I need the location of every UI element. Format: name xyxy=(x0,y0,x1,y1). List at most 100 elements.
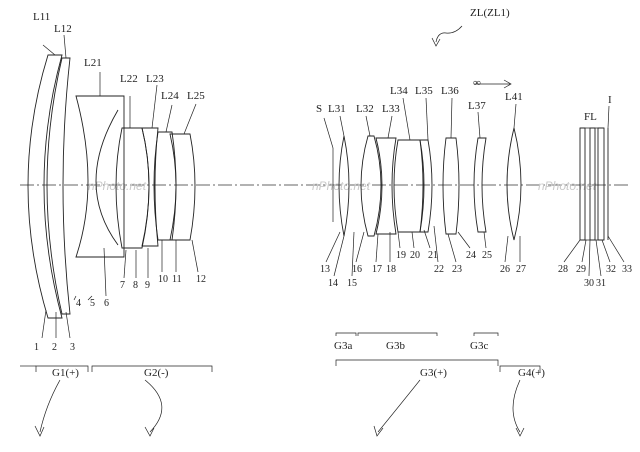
surface-leader-6 xyxy=(103,247,107,297)
filter-plate-3 xyxy=(597,127,605,241)
trajectory-G3 xyxy=(377,379,421,433)
surface-leader-25 xyxy=(483,231,487,249)
surface-leader-26 xyxy=(504,235,509,263)
surface-leader-22 xyxy=(433,225,439,263)
label-L32: L32 xyxy=(356,103,374,115)
lens-L25 xyxy=(169,133,196,241)
trajectory-G2 xyxy=(144,379,163,433)
surface-number-27: 27 xyxy=(516,264,526,275)
lens-L37 xyxy=(473,137,487,233)
label-G3b: G3b xyxy=(386,340,405,352)
surface-number-9: 9 xyxy=(145,280,150,291)
surface-leader-15 xyxy=(351,231,355,277)
surface-leader-13 xyxy=(325,231,341,263)
label-L12: L12 xyxy=(54,23,72,35)
surface-leader-29 xyxy=(581,239,587,263)
surface-leader-33 xyxy=(607,235,625,263)
label-L22: L22 xyxy=(120,73,138,85)
surface-number-23: 23 xyxy=(452,264,462,275)
trajectory-G1 xyxy=(39,379,61,433)
surface-leader-16 xyxy=(355,231,365,263)
label-FL: FL xyxy=(584,111,597,123)
surface-number-15: 15 xyxy=(347,278,357,289)
label-L24: L24 xyxy=(161,90,179,102)
lens-L23 xyxy=(141,127,159,247)
surface-number-24: 24 xyxy=(466,250,476,261)
surface-number-5: 5 xyxy=(90,298,95,309)
surface-number-7: 7 xyxy=(120,280,125,291)
surface-leader-21 xyxy=(423,229,431,249)
watermark-2: nPhoto.net xyxy=(312,179,371,193)
lens-L35 xyxy=(419,139,433,233)
label-S: S xyxy=(316,103,322,115)
label-L34: L34 xyxy=(390,85,408,97)
label-G4: G4(+) xyxy=(518,367,545,379)
surface-number-33: 33 xyxy=(622,264,632,275)
label-G3a: G3a xyxy=(334,340,352,352)
label-L36: L36 xyxy=(441,85,459,97)
surface-number-3: 3 xyxy=(70,342,75,353)
surface-leader-32 xyxy=(601,239,611,263)
surface-leader-28 xyxy=(563,239,581,263)
lens-L21 xyxy=(75,95,125,258)
surface-number-6: 6 xyxy=(104,298,109,309)
surface-number-12: 12 xyxy=(196,274,206,285)
surface-leader-5 xyxy=(87,295,93,301)
lens-L41 xyxy=(506,127,522,241)
surface-number-30: 30 xyxy=(584,278,594,289)
surface-number-18: 18 xyxy=(386,264,396,275)
label-G3: G3(+) xyxy=(420,367,447,379)
label-G1: G1(+) xyxy=(52,367,79,379)
lens-L12 xyxy=(46,57,71,315)
surface-number-11: 11 xyxy=(172,274,182,285)
surface-number-20: 20 xyxy=(410,250,420,261)
surface-leader-24 xyxy=(457,231,471,249)
surface-number-16: 16 xyxy=(352,264,362,275)
label-L37: L37 xyxy=(468,100,486,112)
watermark-3: nPhoto.net xyxy=(538,179,597,193)
label-L41: L41 xyxy=(505,91,523,103)
surface-number-26: 26 xyxy=(500,264,510,275)
label-L35: L35 xyxy=(415,85,433,97)
surface-leader-17 xyxy=(375,233,379,263)
surface-number-25: 25 xyxy=(482,250,492,261)
surface-number-31: 31 xyxy=(596,278,606,289)
lens-L32 xyxy=(360,135,382,237)
surface-number-21: 21 xyxy=(428,250,438,261)
label-L33: L33 xyxy=(382,103,400,115)
surface-leader-7 xyxy=(123,249,127,279)
label-I: I xyxy=(608,94,612,106)
infinity-mark: ∞ xyxy=(473,77,481,89)
surface-leader-1 xyxy=(41,309,47,339)
surface-number-28: 28 xyxy=(558,264,568,275)
lens-L34 xyxy=(393,139,425,233)
label-G2: G2(-) xyxy=(144,367,169,379)
label-L31: L31 xyxy=(328,103,346,115)
label-L21: L21 xyxy=(84,57,102,69)
lens-L36 xyxy=(442,137,460,235)
label-L11: L11 xyxy=(33,11,50,23)
surface-leader-20 xyxy=(411,231,415,249)
surface-leader-31 xyxy=(595,239,602,277)
surface-leader-19 xyxy=(397,231,401,249)
surface-number-22: 22 xyxy=(434,264,444,275)
surface-leader-30 xyxy=(588,239,591,277)
lens-L33 xyxy=(375,137,397,235)
surface-leader-23 xyxy=(447,233,457,263)
surface-number-19: 19 xyxy=(396,250,406,261)
surface-leader-14 xyxy=(333,235,345,277)
surface-number-8: 8 xyxy=(133,280,138,291)
surface-leader-12 xyxy=(191,239,199,273)
label-L23: L23 xyxy=(146,73,164,85)
surface-number-17: 17 xyxy=(372,264,382,275)
title-arrow xyxy=(435,25,463,43)
label-G3c: G3c xyxy=(470,340,488,352)
surface-number-2: 2 xyxy=(52,342,57,353)
surface-number-10: 10 xyxy=(158,274,168,285)
label-L25: L25 xyxy=(187,90,205,102)
surface-number-14: 14 xyxy=(328,278,338,289)
watermark-1: nPhoto.net xyxy=(88,179,147,193)
